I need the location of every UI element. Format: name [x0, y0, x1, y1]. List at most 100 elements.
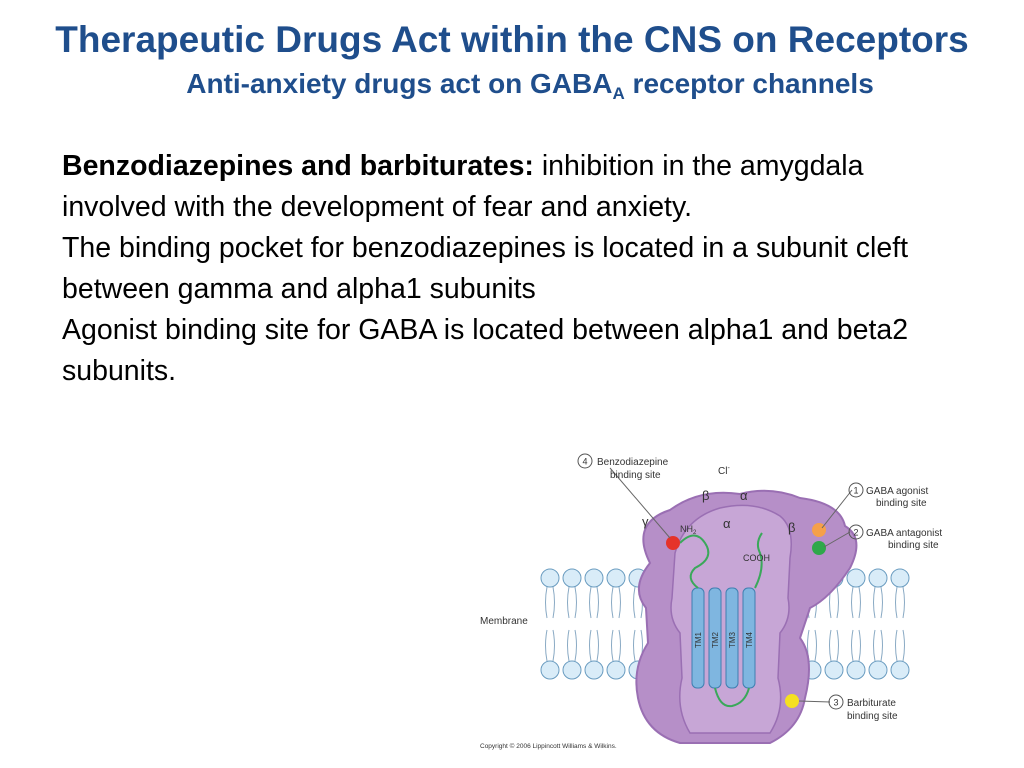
lipid-tail — [618, 586, 621, 619]
subunit-label-alpha-mid: α — [723, 516, 731, 531]
lipid-tail — [836, 586, 839, 619]
barbiturate-leader — [798, 700, 831, 703]
tm2-label: TM2 — [711, 631, 720, 648]
antagonist-leader — [823, 531, 851, 548]
benzo-label-line1: Benzodiazepine — [597, 457, 669, 468]
lipid-tail — [618, 629, 621, 662]
lipid-tail — [829, 629, 832, 662]
intracellular-loop — [714, 687, 750, 708]
callout-1-circle — [848, 482, 864, 498]
lipid-head — [846, 568, 866, 588]
lipid-head — [584, 568, 604, 588]
callout-3-circle — [828, 694, 844, 710]
lipid-tail — [851, 629, 854, 662]
callout-2-circle — [848, 524, 864, 540]
lipid-tail — [836, 629, 839, 662]
lipid-tail — [873, 629, 876, 662]
agonist-label-line1: GABA agonist — [866, 486, 928, 497]
copyright-text: Copyright © 2006 Lippincott Williams & W… — [480, 742, 617, 750]
lipid-head — [540, 568, 560, 588]
slide-subtitle: Anti-anxiety drugs act on GABAA receptor… — [0, 66, 1024, 112]
lipid-tail — [545, 629, 548, 662]
cooh-label: COOH — [743, 553, 770, 563]
callout-2-number: 2 — [853, 528, 858, 538]
subunit-label-alpha-top: α — [740, 488, 748, 503]
benzodiazepine-site-dot — [666, 536, 680, 550]
slide-body: Benzodiazepines and barbiturates: inhibi… — [62, 146, 942, 392]
lipid-tail — [858, 586, 861, 619]
lipid-head — [868, 660, 888, 680]
lipid-tail — [589, 586, 592, 619]
lipid-tail — [567, 586, 570, 619]
callout-3-number: 3 — [833, 698, 838, 708]
lipid-tail — [880, 586, 883, 619]
lipid-head — [606, 568, 626, 588]
chloride-label: Cl- — [718, 465, 730, 477]
callout-4-number: 4 — [582, 457, 587, 467]
lipid-head — [890, 660, 910, 680]
lipid-tail — [545, 586, 548, 619]
membrane-label: Membrane — [480, 616, 528, 627]
agonist-leader — [821, 489, 853, 529]
lipid-head — [562, 568, 582, 588]
benzo-label-line2: binding site — [610, 470, 661, 481]
lipid-tail — [902, 629, 905, 662]
tm3-label: TM3 — [728, 631, 737, 648]
lipid-tail — [633, 586, 636, 619]
body-lead-rest: inhibition in the amygdala involved with… — [62, 150, 864, 223]
cooh-chain — [754, 532, 763, 589]
barbiturate-site-dot — [785, 694, 799, 708]
tm1-label: TM1 — [694, 631, 703, 648]
callout-1-number: 1 — [853, 486, 858, 496]
nh2-label: NH2 — [680, 524, 697, 536]
body-paragraph-1: Benzodiazepines and barbiturates: inhibi… — [62, 146, 942, 228]
lipid-tail — [596, 586, 599, 619]
callout-4-circle — [577, 453, 593, 469]
lipid-head — [846, 660, 866, 680]
lipid-tail — [895, 586, 898, 619]
lipid-tail — [574, 586, 577, 619]
body-paragraph-2: The binding pocket for benzodiazepines i… — [62, 232, 909, 305]
barbiturate-label-line1: Barbiturate — [847, 698, 896, 709]
lipid-head — [540, 660, 560, 680]
lipid-head — [584, 660, 604, 680]
subunit-label-gamma: γ — [642, 514, 649, 529]
lipid-head — [606, 660, 626, 680]
transmembrane-helices — [679, 532, 763, 708]
gaba-receptor-diagram: β α γ α β NH2 COOH TM1 TM2 TM3 TM4 4 Ben… — [480, 453, 942, 750]
gaba-agonist-site-dot — [812, 523, 826, 537]
nh2-chain — [679, 534, 710, 589]
lipid-tail — [895, 629, 898, 662]
lipid-tail — [633, 629, 636, 662]
lipid-tail — [589, 629, 592, 662]
lipid-tail — [552, 586, 555, 619]
lipid-tail — [596, 629, 599, 662]
lipid-tail — [552, 629, 555, 662]
agonist-label-line2: binding site — [876, 498, 927, 509]
lipid-tail — [814, 629, 817, 662]
lipid-tail — [858, 629, 861, 662]
antagonist-label-line1: GABA antagonist — [866, 528, 942, 539]
body-paragraph-3: Agonist binding site for GABA is located… — [62, 314, 909, 387]
lipid-tail — [611, 629, 614, 662]
subunit-label-beta-right: β — [788, 520, 795, 535]
subtitle-end: receptor channels — [624, 68, 874, 99]
tm3-helix — [725, 587, 739, 689]
subunit-label-beta-top: β — [702, 488, 709, 503]
subtitle-subscript: A — [612, 84, 625, 103]
gaba-antagonist-site-dot — [812, 541, 826, 555]
lipid-tail — [902, 586, 905, 619]
lipid-tail — [611, 586, 614, 619]
antagonist-label-line2: binding site — [888, 540, 939, 551]
slide-title: Therapeutic Drugs Act within the CNS on … — [55, 19, 969, 60]
lipid-tail — [851, 586, 854, 619]
barbiturate-label-line2: binding site — [847, 711, 898, 722]
tm4-label: TM4 — [745, 631, 754, 648]
benzo-leader — [609, 467, 671, 539]
lipid-tail — [574, 629, 577, 662]
lipid-head — [562, 660, 582, 680]
lipid-tail — [880, 629, 883, 662]
lipid-tail — [567, 629, 570, 662]
lipid-head — [890, 568, 910, 588]
lipid-head — [824, 660, 844, 680]
